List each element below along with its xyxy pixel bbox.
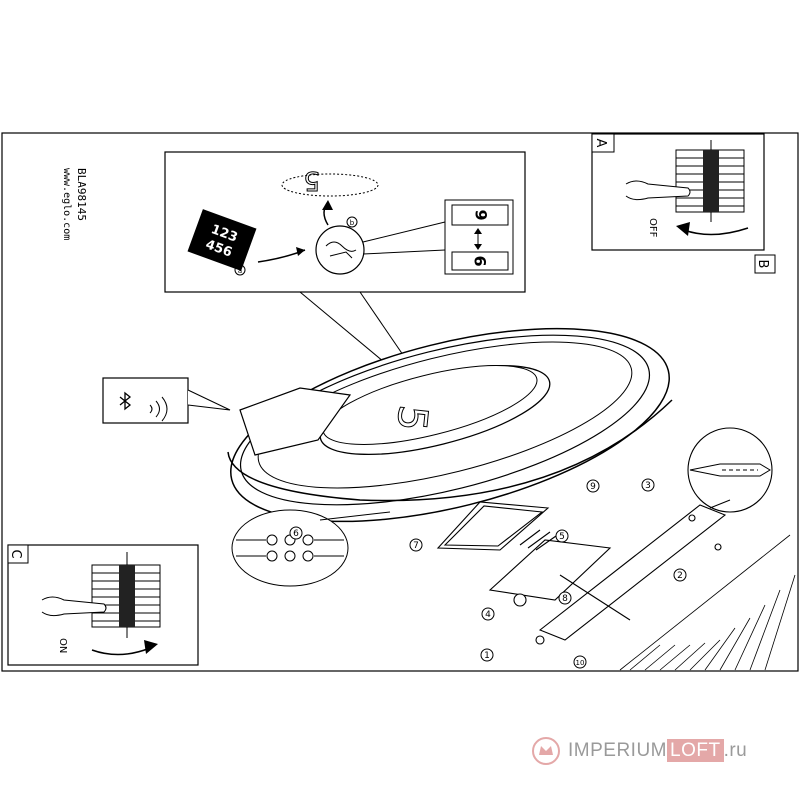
bluetooth-icon [119, 391, 132, 411]
detail-box: 123 456 a b 5 6 9 [164, 151, 526, 293]
screwdriver-icon [687, 427, 773, 513]
label-a: a [238, 267, 242, 275]
ceiling-lamp: 5 [227, 327, 673, 523]
watermark-brand-c: .ru [723, 740, 748, 761]
hand-icon [625, 180, 691, 201]
label-b: b [350, 219, 355, 227]
part-label-8: 8 [562, 594, 568, 604]
digit-up: 6 [472, 209, 491, 220]
model-code: BLA98145 [75, 168, 88, 221]
panel-c-letter: C [8, 549, 23, 558]
part-label-3: 3 [645, 481, 651, 491]
digit-main-outline: 5 [303, 165, 320, 195]
panel-a-letter: A [593, 139, 608, 148]
watermark-brand-a: IMPERIUM [568, 740, 667, 761]
panel-b-letter: B [755, 260, 770, 269]
panel-c: C ON [7, 544, 199, 666]
panel-a-state: OFF [647, 218, 658, 238]
part-label-7: 7 [413, 541, 419, 551]
part-label-4: 4 [485, 610, 491, 620]
digit-main: 5 [387, 403, 435, 433]
part-label-10: 10 [576, 659, 585, 667]
part-labels: 1 2 3 4 5 6 7 8 9 10 [289, 478, 687, 669]
signal-waves-icon [149, 396, 168, 422]
number-tile: 123 456 [187, 209, 257, 271]
part-label-9: 9 [590, 482, 596, 492]
mounting-parts [436, 501, 727, 645]
wiring-detail [231, 509, 391, 587]
part-label-5: 5 [559, 532, 565, 542]
bluetooth-box [102, 377, 231, 424]
panel-b-tag [754, 254, 776, 274]
dial-detail [315, 225, 365, 275]
website-text: www.eglo.com [61, 168, 72, 241]
part-label-6: 6 [293, 529, 299, 539]
part-label-2: 2 [677, 571, 683, 581]
panel-c-state: ON [57, 638, 68, 653]
panel-a: A B OFF [591, 133, 776, 274]
part-label-1: 1 [484, 651, 490, 661]
watermark-brand-b: LOFT [667, 739, 724, 762]
digit-down: 9 [471, 255, 490, 266]
ceiling-hatch [619, 534, 796, 671]
rotate-arrow-icon [322, 200, 333, 210]
hand-icon-c [41, 596, 107, 617]
crown-logo-icon [532, 737, 560, 765]
